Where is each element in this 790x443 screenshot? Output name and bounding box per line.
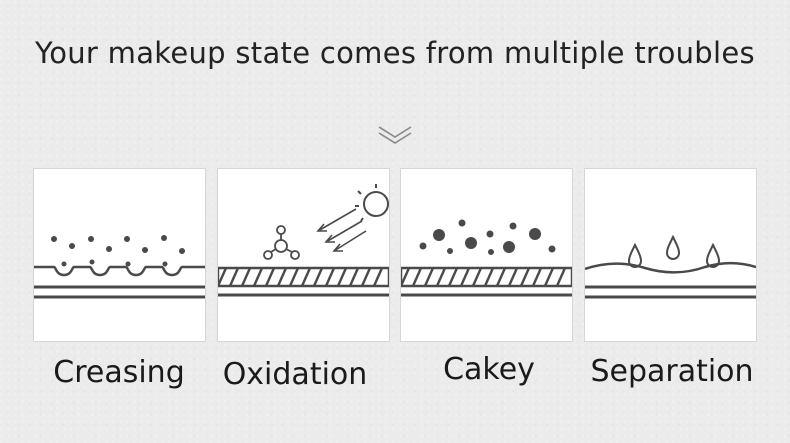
oxidation-label: Oxidation — [222, 357, 368, 392]
double-chevron-down-icon — [378, 126, 412, 144]
oxidation-panel — [217, 168, 390, 342]
cakey-label: Cakey — [443, 352, 535, 387]
cakey-illustration-icon — [401, 219, 572, 297]
separation-label: Separation — [590, 354, 754, 389]
separation-illustration-icon — [585, 234, 756, 299]
creasing-panel — [33, 168, 206, 342]
page-title: Your makeup state comes from multiple tr… — [35, 36, 755, 70]
oxidation-illustration-icon — [218, 184, 389, 297]
creasing-illustration-icon — [34, 235, 205, 299]
creasing-label: Creasing — [53, 355, 185, 390]
separation-panel — [584, 168, 757, 342]
cakey-panel — [400, 168, 573, 342]
